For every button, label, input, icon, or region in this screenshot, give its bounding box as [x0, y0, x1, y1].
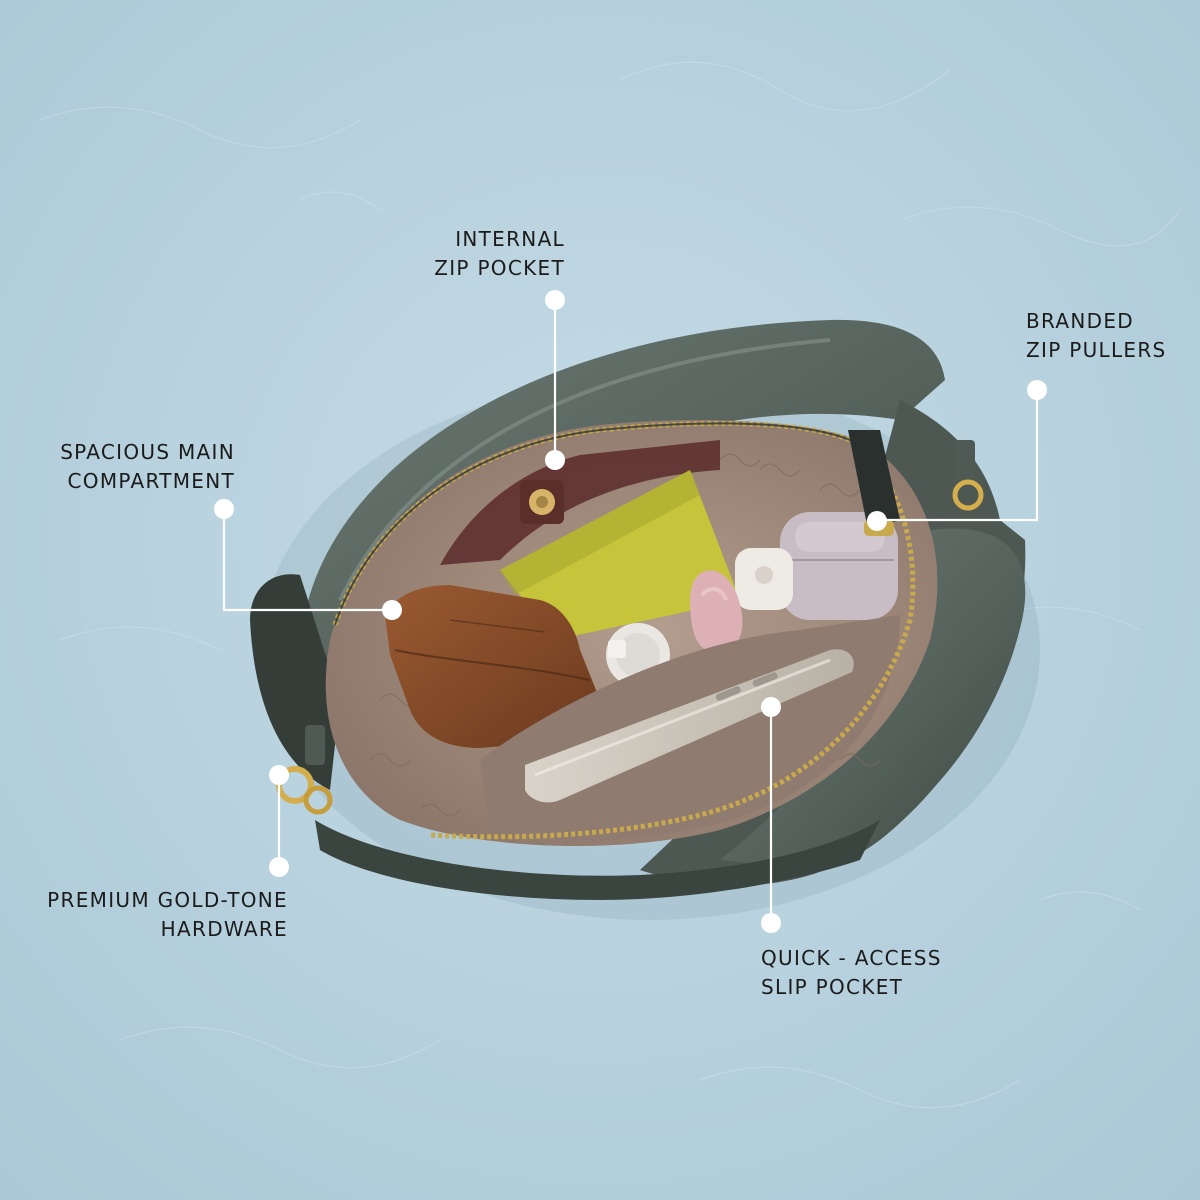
callout-line-branded-zip-pullers — [877, 390, 1039, 522]
bag-back-flap — [300, 319, 945, 720]
callout-internal-zip-pocket-line1: INTERNAL — [455, 227, 565, 251]
callout-line-spacious-main-compartment — [222, 509, 392, 612]
bag-back-flap-highlight — [338, 338, 831, 601]
earbuds-case — [780, 512, 898, 620]
wallet-slot — [449, 619, 546, 633]
smartphone — [525, 649, 854, 803]
callout-spacious-main-compartment-line2: COMPARTMENT — [67, 469, 235, 493]
callout-internal-zip-pocket: INTERNAL ZIP POCKET — [400, 225, 565, 283]
wallet-seam — [394, 649, 591, 681]
callout-dot-quick-bottom — [761, 913, 781, 933]
callout-branded-zip-pullers-line1: BRANDED — [1026, 309, 1134, 333]
callout-dot-spacious-top — [214, 499, 234, 519]
callout-dot-internal-zip-bottom — [545, 450, 565, 470]
callout-premium-gold-tone-hardware-line1: PREMIUM GOLD-TONE — [47, 888, 288, 912]
callout-dot-branded-end — [867, 511, 887, 531]
callout-branded-zip-pullers: BRANDED ZIP PULLERS — [1026, 307, 1191, 365]
callout-branded-zip-pullers-line2: ZIP PULLERS — [1026, 338, 1167, 362]
white-cosmetic-case — [735, 548, 793, 610]
callout-premium-gold-tone-hardware: PREMIUM GOLD-TONE HARDWARE — [20, 886, 288, 944]
bag-front-panel — [315, 820, 880, 900]
callout-spacious-main-compartment-line1: SPACIOUS MAIN — [60, 440, 235, 464]
internal-zip-pocket-panel — [440, 440, 720, 565]
background-texture — [39, 61, 1181, 1109]
gold-hardware-right — [952, 440, 984, 511]
callout-dot-spacious-end — [382, 600, 402, 620]
callout-dot-branded-top — [1027, 380, 1047, 400]
callout-dots — [214, 290, 1047, 933]
yellow-card — [500, 470, 740, 640]
callout-dot-hardware-bottom — [269, 857, 289, 877]
pink-blender — [690, 570, 743, 653]
brown-wallet — [385, 585, 600, 748]
callout-lines — [222, 300, 1039, 923]
callout-quick-access-slip-pocket-line2: SLIP POCKET — [761, 975, 904, 999]
callout-premium-gold-tone-hardware-line2: HARDWARE — [160, 917, 288, 941]
callout-spacious-main-compartment: SPACIOUS MAIN COMPARTMENT — [20, 438, 235, 496]
yellow-card-shade — [500, 470, 700, 595]
callout-dot-internal-zip-top — [545, 290, 565, 310]
callout-quick-access-slip-pocket: QUICK - ACCESS SLIP POCKET — [761, 944, 981, 1002]
zipper-tape-back — [334, 422, 851, 626]
callout-dot-quick-top — [761, 697, 781, 717]
callout-dot-hardware-top — [269, 765, 289, 785]
zip-puller-inner — [520, 480, 564, 524]
callout-quick-access-slip-pocket-line1: QUICK - ACCESS — [761, 946, 942, 970]
callout-internal-zip-pocket-line2: ZIP POCKET — [434, 256, 565, 280]
